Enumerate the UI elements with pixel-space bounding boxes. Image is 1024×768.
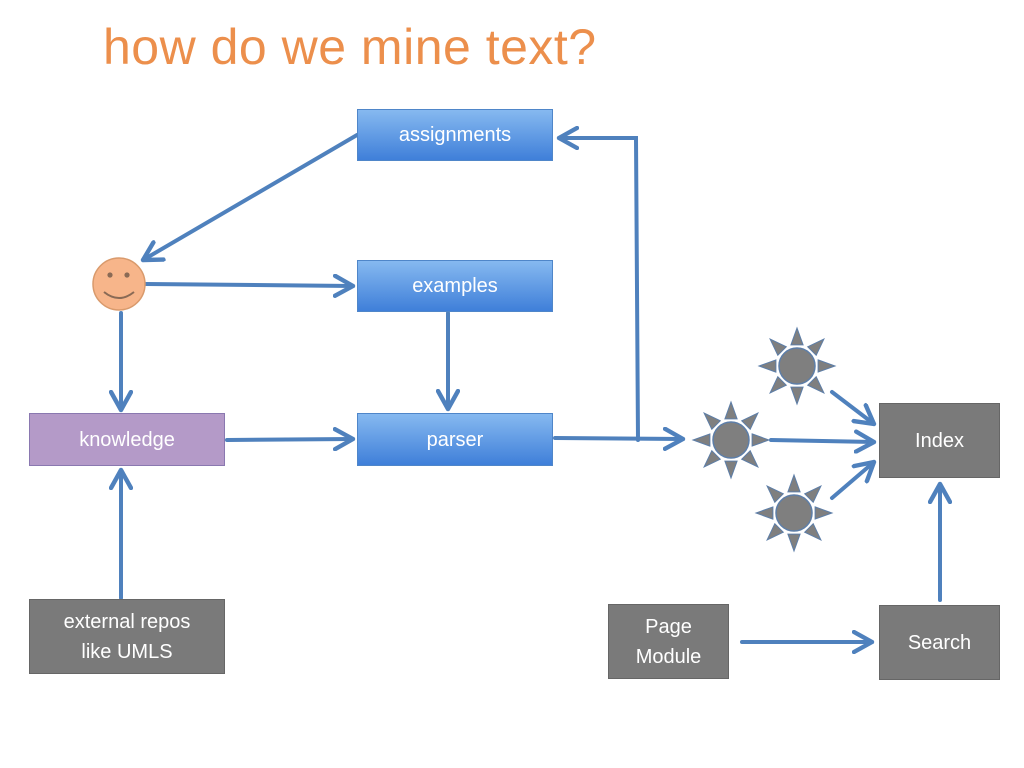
arrow-knowledge-to-parser xyxy=(225,439,353,440)
page-title: how do we mine text? xyxy=(103,19,597,75)
search-box: Search xyxy=(879,605,1000,680)
sun-ray xyxy=(806,338,825,357)
sun-ray xyxy=(817,359,837,373)
index-box: Index xyxy=(879,403,1000,478)
sun-icon xyxy=(754,473,834,553)
assignments-box: assignments xyxy=(357,109,553,161)
sun-ray xyxy=(740,412,759,431)
sun-icon xyxy=(757,326,837,406)
knowledge-box: knowledge xyxy=(29,413,225,466)
sun-ray xyxy=(769,338,788,357)
sun-ray xyxy=(703,449,722,468)
sun-icon xyxy=(691,400,771,480)
sun-ray xyxy=(806,375,825,394)
sun-ray xyxy=(751,433,771,447)
sun-ray xyxy=(803,485,822,504)
sun-ray xyxy=(790,386,804,406)
sun-ray xyxy=(766,522,785,541)
arrow-sun-mid-to-index xyxy=(769,440,874,442)
sun-ray xyxy=(790,326,804,346)
external-repos-box: external repos like UMLS xyxy=(29,599,225,674)
sun-ray xyxy=(691,433,711,447)
sun-ray xyxy=(803,522,822,541)
parser-box: parser xyxy=(357,413,553,466)
page-module-box: Page Module xyxy=(608,604,729,679)
smiley-face-icon xyxy=(92,257,146,311)
sun-ray xyxy=(787,473,801,493)
sun-ray xyxy=(769,375,788,394)
sun-ray xyxy=(757,359,777,373)
sun-ray xyxy=(754,506,774,520)
arrow-person-to-examples xyxy=(144,284,353,286)
examples-box: examples xyxy=(357,260,553,312)
sun-ray xyxy=(703,412,722,431)
arrow-sun-bottom-to-index xyxy=(830,462,874,500)
sun-ray xyxy=(740,449,759,468)
sun-ray xyxy=(724,460,738,480)
sun-ray xyxy=(787,533,801,553)
sun-ray xyxy=(814,506,834,520)
sun-ray xyxy=(766,485,785,504)
arrow-feedback-to-assignments xyxy=(559,138,640,442)
sun-ray xyxy=(724,400,738,420)
arrow-assignments-to-person xyxy=(143,133,359,260)
arrow-sun-top-to-index xyxy=(830,390,874,424)
arrow-parser-to-sun xyxy=(553,438,683,439)
